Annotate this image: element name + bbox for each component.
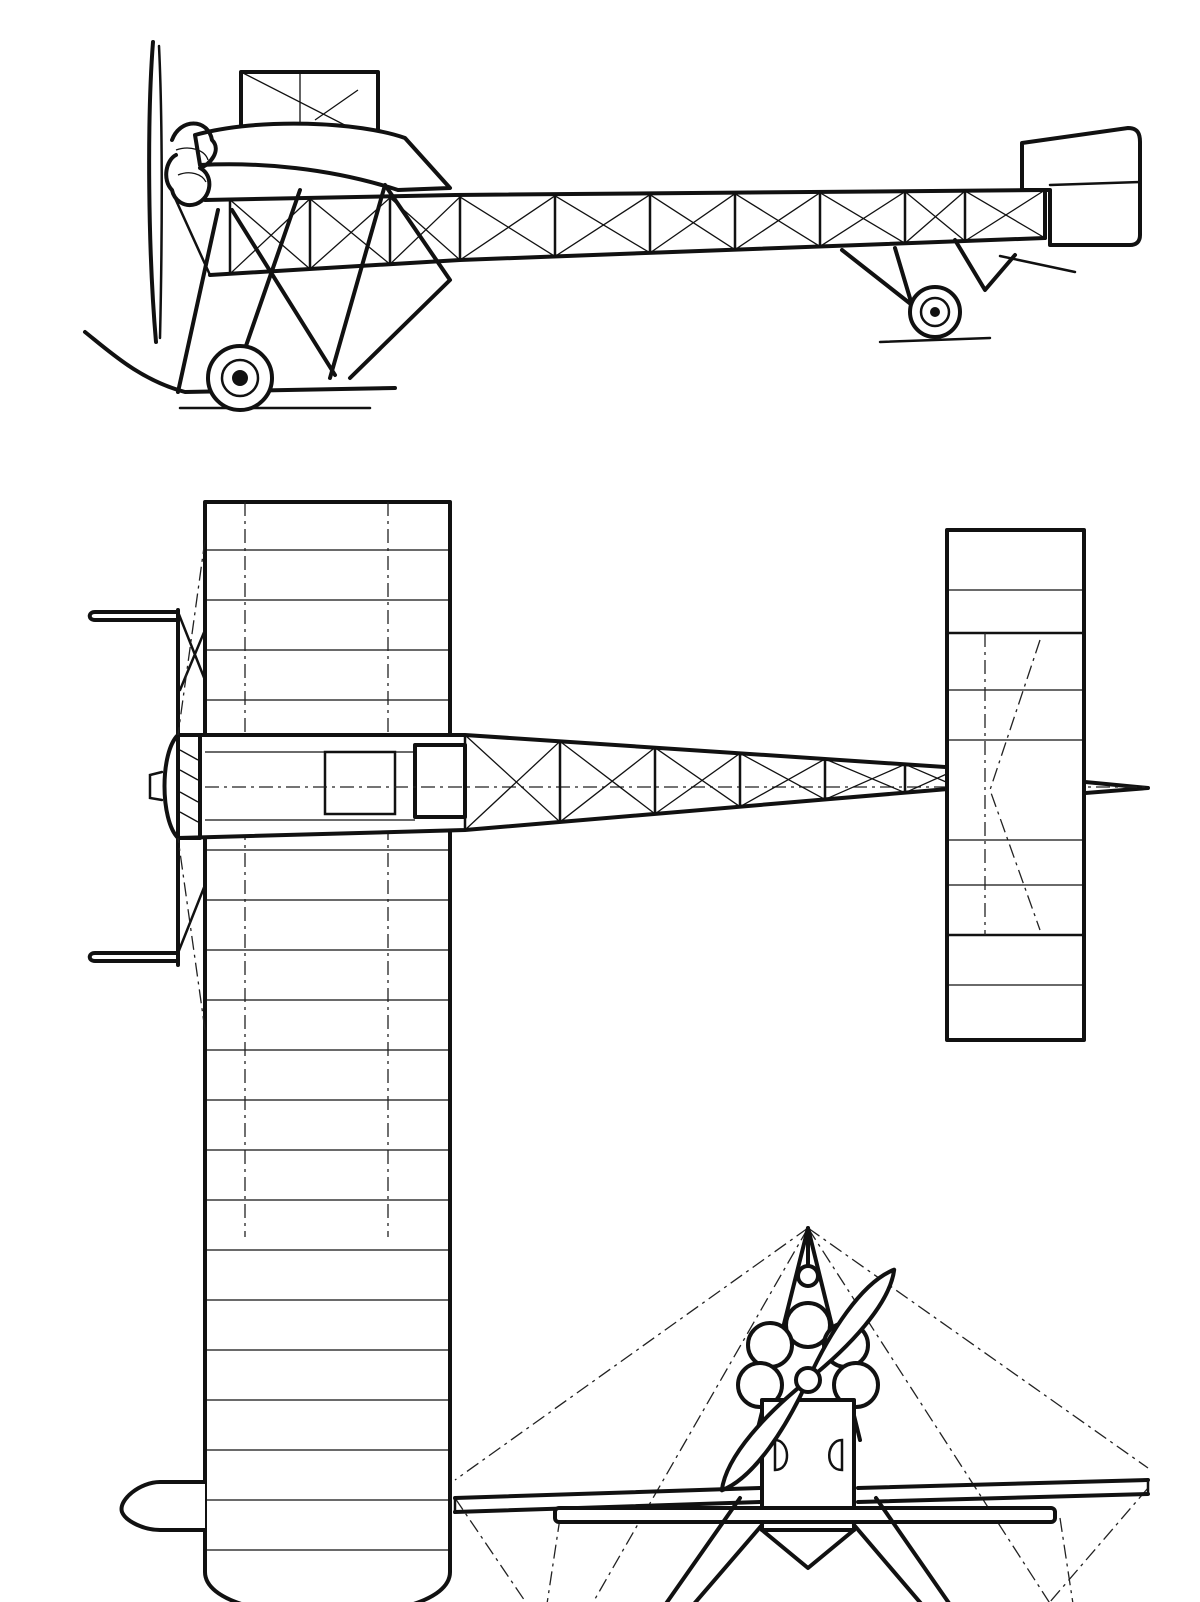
engine-cowling-plan [119, 1480, 207, 1532]
rudder-side [1020, 126, 1142, 247]
rotary-engine-side [164, 121, 218, 207]
rigging-wires [454, 1227, 1149, 1602]
tail-wheel-side [908, 285, 962, 339]
plan-view [87, 500, 1150, 1602]
main-wing-plan [203, 500, 452, 1602]
skids-plan [87, 539, 207, 1031]
main-wheel-side [206, 344, 274, 412]
tail-undercarriage-side [840, 238, 1077, 344]
front-view [453, 1226, 1150, 1602]
rotary-engine-plan [148, 733, 202, 840]
propeller-front [719, 1267, 897, 1493]
propeller-side [147, 40, 163, 344]
wing-ribs [205, 549, 450, 1551]
side-view [83, 40, 1142, 412]
tailplane-plan [945, 528, 1086, 1042]
cross-axle [553, 1506, 1057, 1524]
fuselage-bays-side [228, 188, 1047, 276]
undercarriage-front [664, 1496, 951, 1602]
fuselage-bays-plan [205, 733, 962, 832]
main-undercarriage-side [83, 183, 452, 410]
wing-profile [193, 121, 452, 192]
